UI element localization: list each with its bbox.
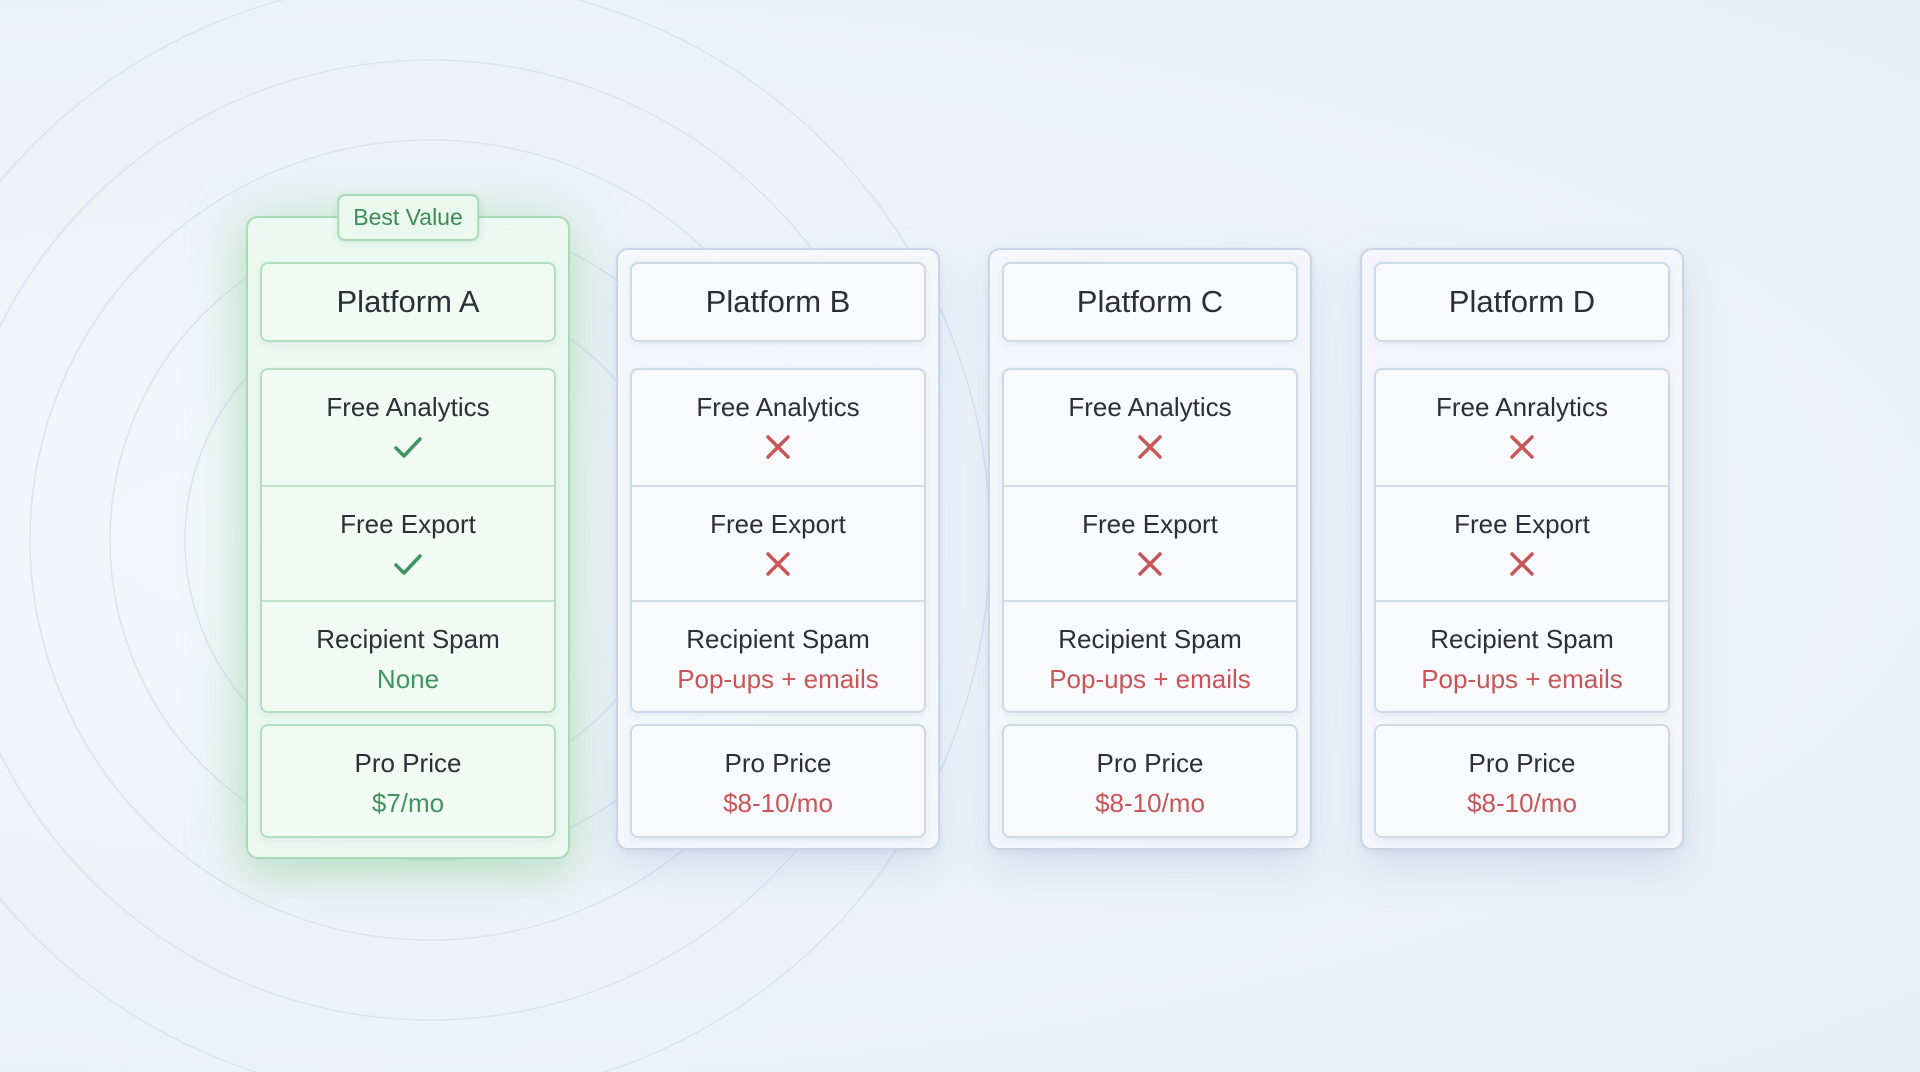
free-analytics-cell: Free Analytics: [632, 370, 924, 485]
check-icon: [394, 437, 422, 458]
platform-name: Platform A: [260, 262, 556, 342]
platform-card-a: Best Value Platform A Free Analytics Fre…: [246, 194, 570, 859]
free-export-label: Free Export: [710, 509, 846, 539]
features-box: Free Analytics Free Export Recipient Spa…: [260, 368, 556, 713]
recipient-spam-value: Pop-ups + emails: [677, 664, 879, 694]
free-analytics-cell: Free Anralytics: [1376, 370, 1668, 485]
cross-icon: [1138, 435, 1162, 459]
pro-price-label: Pro Price: [724, 748, 832, 778]
platform-name: Platform C: [1002, 262, 1298, 342]
free-analytics-label: Free Analytics: [326, 392, 490, 422]
pro-price-label: Pro Price: [354, 748, 462, 778]
platform-name: Platform B: [630, 262, 926, 342]
free-analytics-cell: Free Analytics: [1004, 370, 1296, 485]
features-box: Free Analytics Free Export Recipient Spa…: [1002, 368, 1298, 713]
pro-price-value: $8-10/mo: [1095, 788, 1205, 818]
platform-card-d: Platform D Free Anralytics Free Export R…: [1360, 248, 1684, 850]
free-export-label: Free Export: [1082, 509, 1218, 539]
free-export-cell: Free Export: [1004, 485, 1296, 600]
recipient-spam-label: Recipient Spam: [1430, 624, 1614, 654]
features-box: Free Anralytics Free Export Recipient Sp…: [1374, 368, 1670, 713]
cross-icon: [766, 435, 790, 459]
recipient-spam-cell: Recipient Spam Pop-ups + emails: [1376, 600, 1668, 715]
free-analytics-label: Free Analytics: [696, 392, 860, 422]
free-export-label: Free Export: [340, 509, 476, 539]
recipient-spam-value: Pop-ups + emails: [1049, 664, 1251, 694]
pro-price-box: Pro Price $8-10/mo: [630, 724, 926, 838]
recipient-spam-value: Pop-ups + emails: [1421, 664, 1623, 694]
cross-icon: [766, 552, 790, 576]
features-box: Free Analytics Free Export Recipient Spa…: [630, 368, 926, 713]
free-export-cell: Free Export: [1376, 485, 1668, 600]
pro-price-box: Pro Price $8-10/mo: [1002, 724, 1298, 838]
recipient-spam-value: None: [376, 664, 440, 694]
free-export-cell: Free Export: [632, 485, 924, 600]
pro-price-label: Pro Price: [1468, 748, 1576, 778]
platform-name: Platform D: [1374, 262, 1670, 342]
free-analytics-cell: Free Analytics: [262, 370, 554, 485]
cross-icon: [1510, 552, 1534, 576]
cross-icon: [1138, 552, 1162, 576]
platform-card-b: Platform B Free Analytics Free Export Re…: [616, 248, 940, 850]
platform-card-c: Platform C Free Analytics Free Export Re…: [988, 248, 1312, 850]
pro-price-box: Pro Price $7/mo: [260, 724, 556, 838]
cross-icon: [1510, 435, 1534, 459]
free-analytics-label: Free Analytics: [1068, 392, 1232, 422]
pro-price-box: Pro Price $8-10/mo: [1374, 724, 1670, 838]
recipient-spam-label: Recipient Spam: [316, 624, 500, 654]
pro-price-value: $7/mo: [371, 788, 445, 818]
recipient-spam-label: Recipient Spam: [686, 624, 870, 654]
pro-price-value: $8-10/mo: [1467, 788, 1577, 818]
free-analytics-label: Free Anralytics: [1436, 392, 1608, 422]
pro-price-value: $8-10/mo: [723, 788, 833, 818]
free-export-label: Free Export: [1454, 509, 1590, 539]
recipient-spam-cell: Recipient Spam None: [262, 600, 554, 715]
recipient-spam-cell: Recipient Spam Pop-ups + emails: [1004, 600, 1296, 715]
best-value-badge: Best Value: [337, 194, 479, 241]
pro-price-label: Pro Price: [1096, 748, 1204, 778]
free-export-cell: Free Export: [262, 485, 554, 600]
recipient-spam-cell: Recipient Spam Pop-ups + emails: [632, 600, 924, 715]
recipient-spam-label: Recipient Spam: [1058, 624, 1242, 654]
check-icon: [394, 554, 422, 575]
